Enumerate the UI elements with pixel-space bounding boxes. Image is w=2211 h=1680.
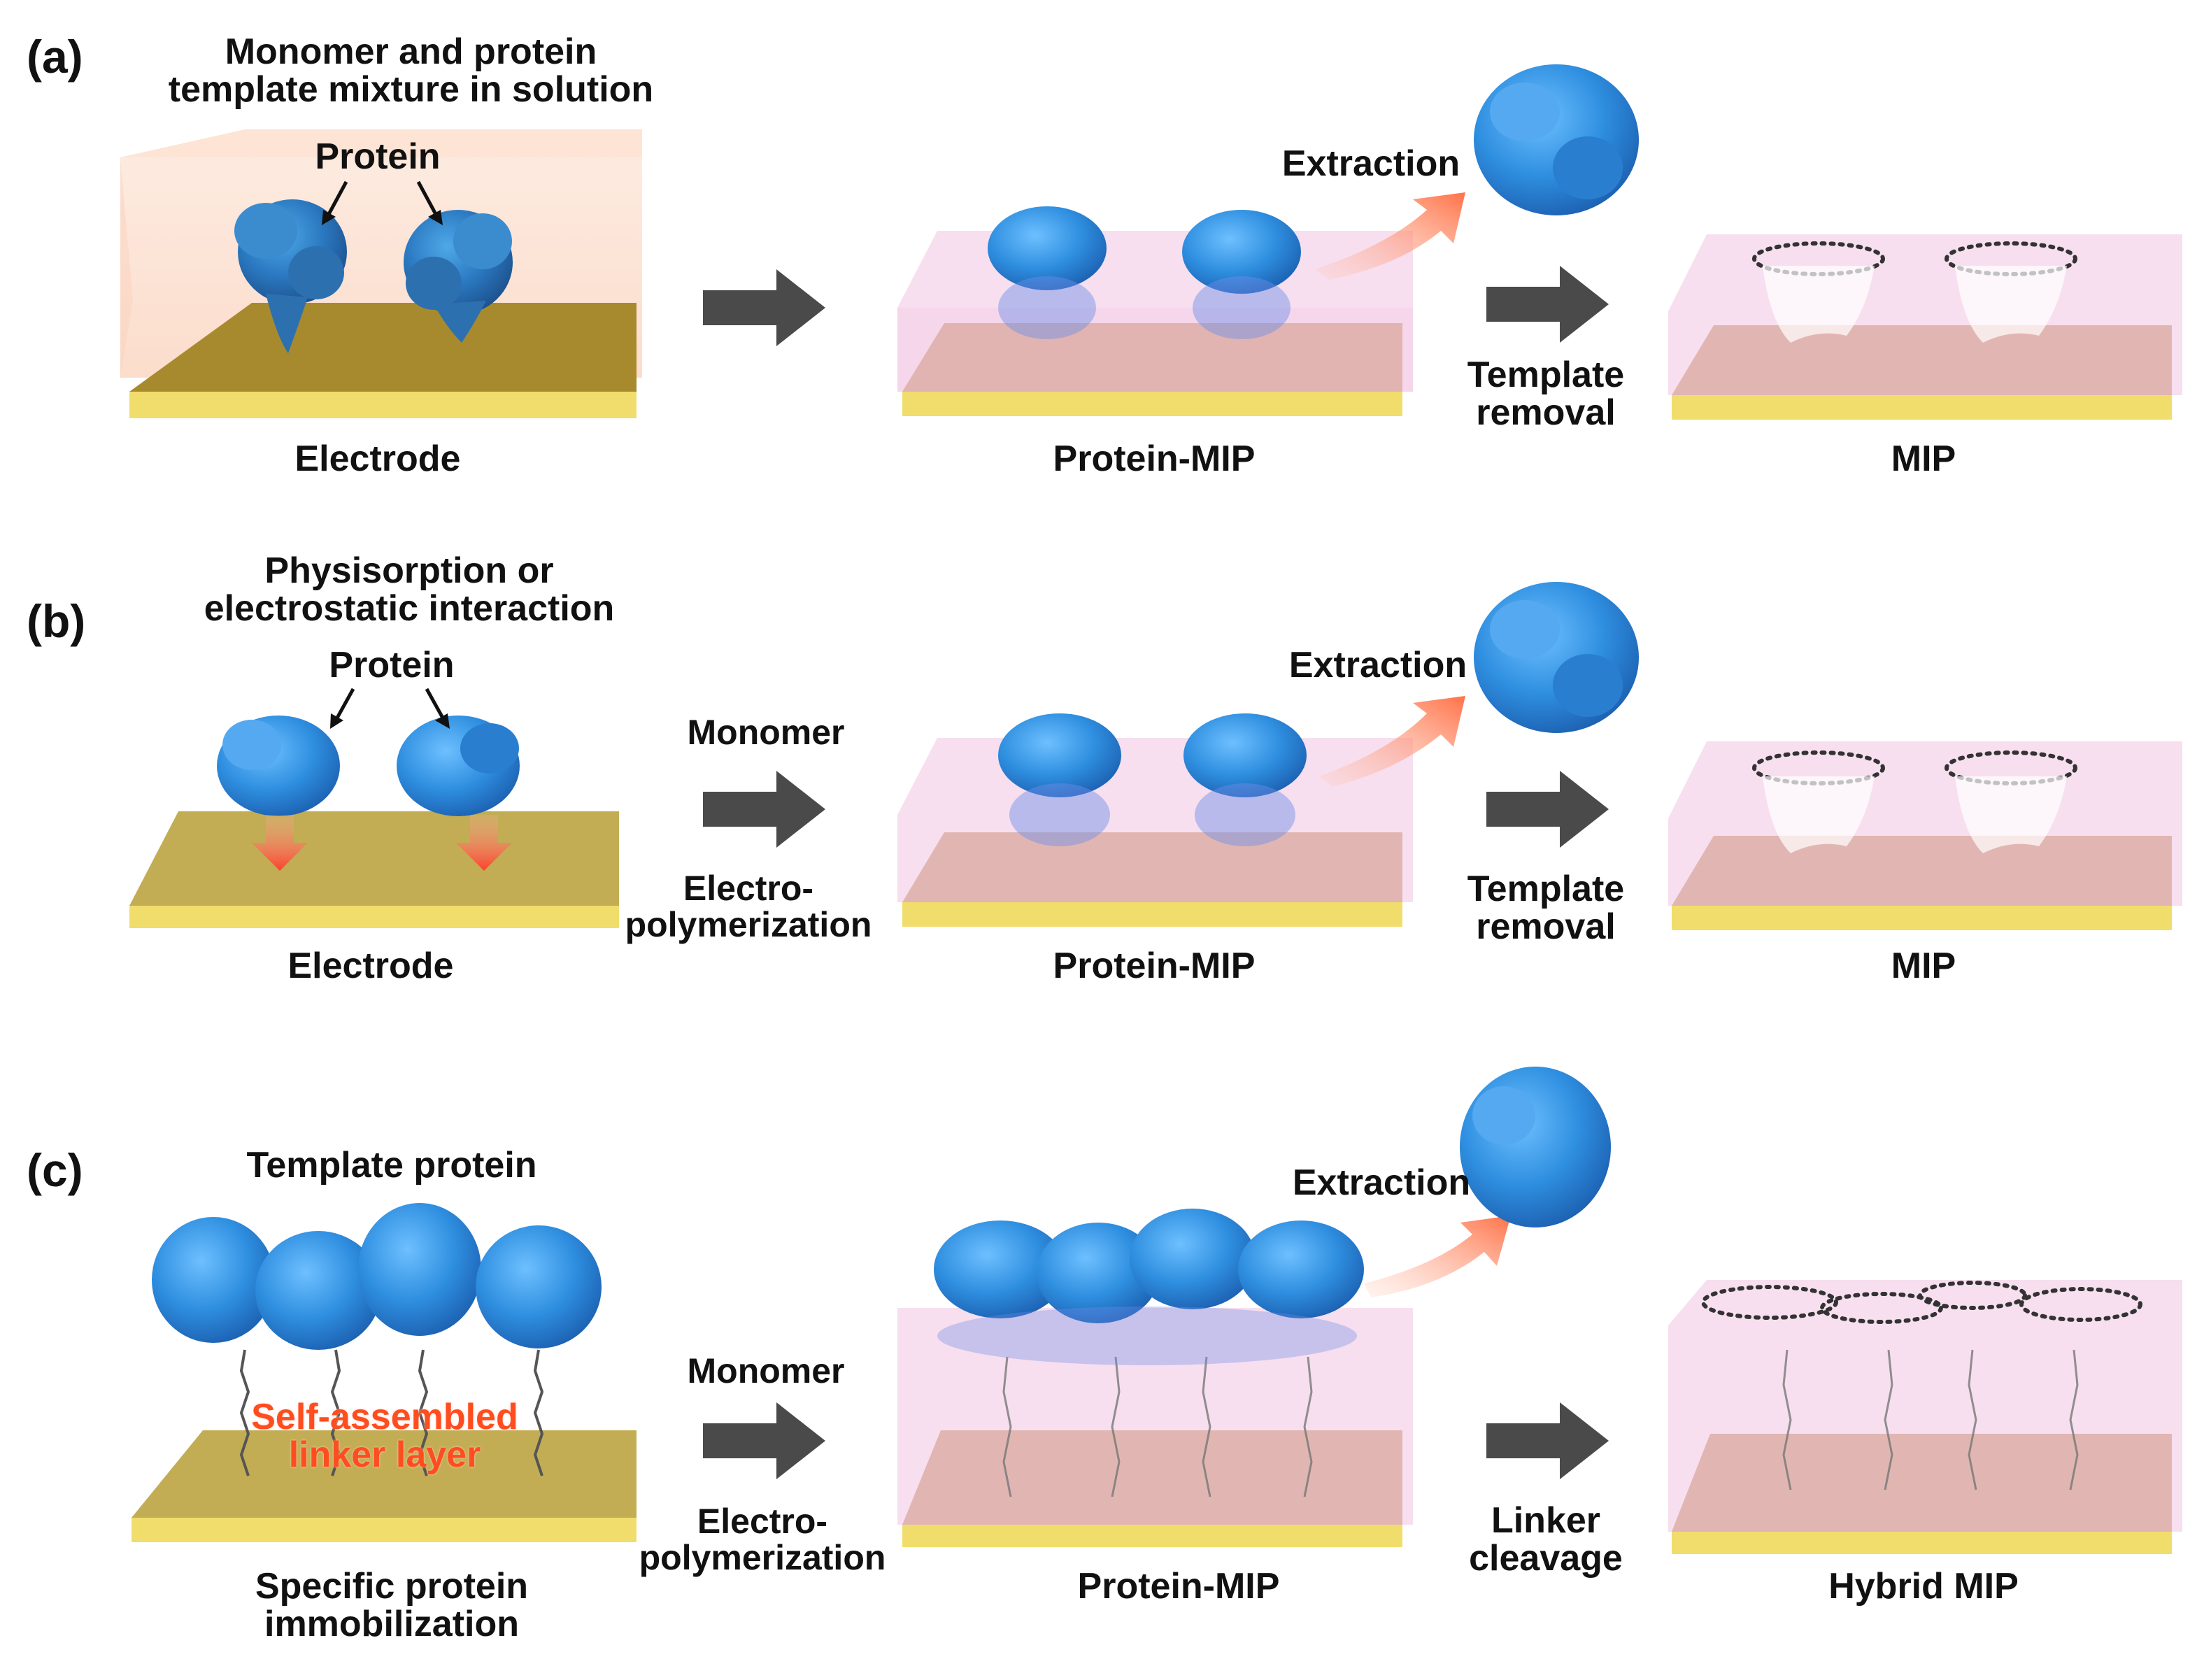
protein-a-1 <box>234 199 347 353</box>
panel-b-protein-label: Protein <box>329 645 455 685</box>
panel-c-linker-label: Self-assembled linker layer <box>251 1397 518 1475</box>
panel-c-header: Template protein <box>246 1145 537 1186</box>
template-proteins-c <box>152 1203 602 1350</box>
extracted-protein-b <box>1474 582 1639 733</box>
panel-label-c: (c) <box>27 1144 83 1196</box>
panel-b-header: Physisorption or electrostatic interacti… <box>204 550 615 629</box>
mip-box-a <box>1668 234 2182 420</box>
protein-b-1 <box>217 716 340 816</box>
process-arrow-b-2 <box>1486 771 1609 848</box>
polymer-box-b <box>897 738 1413 927</box>
panel-b <box>129 582 2182 930</box>
panel-a <box>120 64 2182 420</box>
polymer-box-a <box>897 231 1413 416</box>
panel-c-arrow1-bottom: Electro- polymerization <box>639 1502 886 1577</box>
extraction-arrow-b <box>1318 696 1465 787</box>
panel-a-header: Monomer and protein template mixture in … <box>168 31 654 110</box>
panel-a-right-caption: MIP <box>1891 439 1956 479</box>
panel-b-middle-caption: Protein-MIP <box>1053 946 1256 986</box>
panel-label-b: (b) <box>27 595 86 647</box>
hybrid-mip-box-c <box>1668 1280 2182 1554</box>
panel-b-left-caption: Electrode <box>287 946 454 986</box>
electrode-b <box>129 811 619 928</box>
process-arrow-c-2 <box>1486 1402 1609 1479</box>
panel-c <box>131 1067 2182 1554</box>
extraction-arrow-a <box>1315 192 1465 280</box>
extracted-protein-c <box>1460 1067 1611 1227</box>
process-arrow-a-2 <box>1486 266 1609 343</box>
protein-pointer-arrows-a <box>322 180 443 225</box>
panel-b-extraction-label: Extraction <box>1288 645 1467 685</box>
linkers-c <box>239 1349 544 1476</box>
panel-c-right-caption: Hybrid MIP <box>1828 1566 2019 1607</box>
protein-mip-b-1 <box>998 713 1121 846</box>
panel-label-a: (a) <box>27 31 83 83</box>
electrode-a <box>129 303 637 418</box>
protein-a-2 <box>404 210 513 343</box>
panel-a-middle-caption: Protein-MIP <box>1053 439 1256 479</box>
extracted-protein-a <box>1474 64 1639 215</box>
adsorption-arrows-b <box>252 815 512 871</box>
panel-c-extraction-label: Extraction <box>1292 1162 1471 1203</box>
protein-mip-b-2 <box>1183 713 1307 846</box>
panel-c-middle-caption: Protein-MIP <box>1077 1566 1280 1607</box>
panel-c-arrow1-top: Monomer <box>687 1351 845 1390</box>
panel-b-arrow1-bottom: Electro- polymerization <box>625 869 872 944</box>
mip-box-b <box>1668 741 2182 930</box>
electrode-c <box>131 1430 637 1542</box>
panel-c-left-caption: Specific protein immobilization <box>255 1566 529 1644</box>
panel-b-right-caption: MIP <box>1891 946 1956 986</box>
extraction-arrow-c <box>1364 1216 1511 1297</box>
panel-a-protein-label: Protein <box>315 136 441 177</box>
process-arrow-b-1 <box>703 771 825 848</box>
panel-a-arrow2-label: Template removal <box>1467 355 1625 433</box>
process-arrow-c-1 <box>703 1402 825 1479</box>
panel-b-arrow2-label: Template removal <box>1467 869 1625 947</box>
panel-a-left-caption: Electrode <box>294 439 461 479</box>
protein-mip-a-2 <box>1182 210 1301 339</box>
panel-a-extraction-label: Extraction <box>1281 143 1460 184</box>
protein-b-2 <box>397 716 520 816</box>
panel-b-arrow1-top: Monomer <box>687 713 845 752</box>
polymer-box-c <box>897 1308 1413 1547</box>
protein-mip-c <box>934 1209 1364 1365</box>
panel-c-arrow2-label: Linker cleavage <box>1469 1500 1623 1579</box>
protein-pointer-arrows-b <box>330 688 450 729</box>
process-arrow-a-1 <box>703 269 825 346</box>
protein-mip-a-1 <box>988 206 1107 339</box>
